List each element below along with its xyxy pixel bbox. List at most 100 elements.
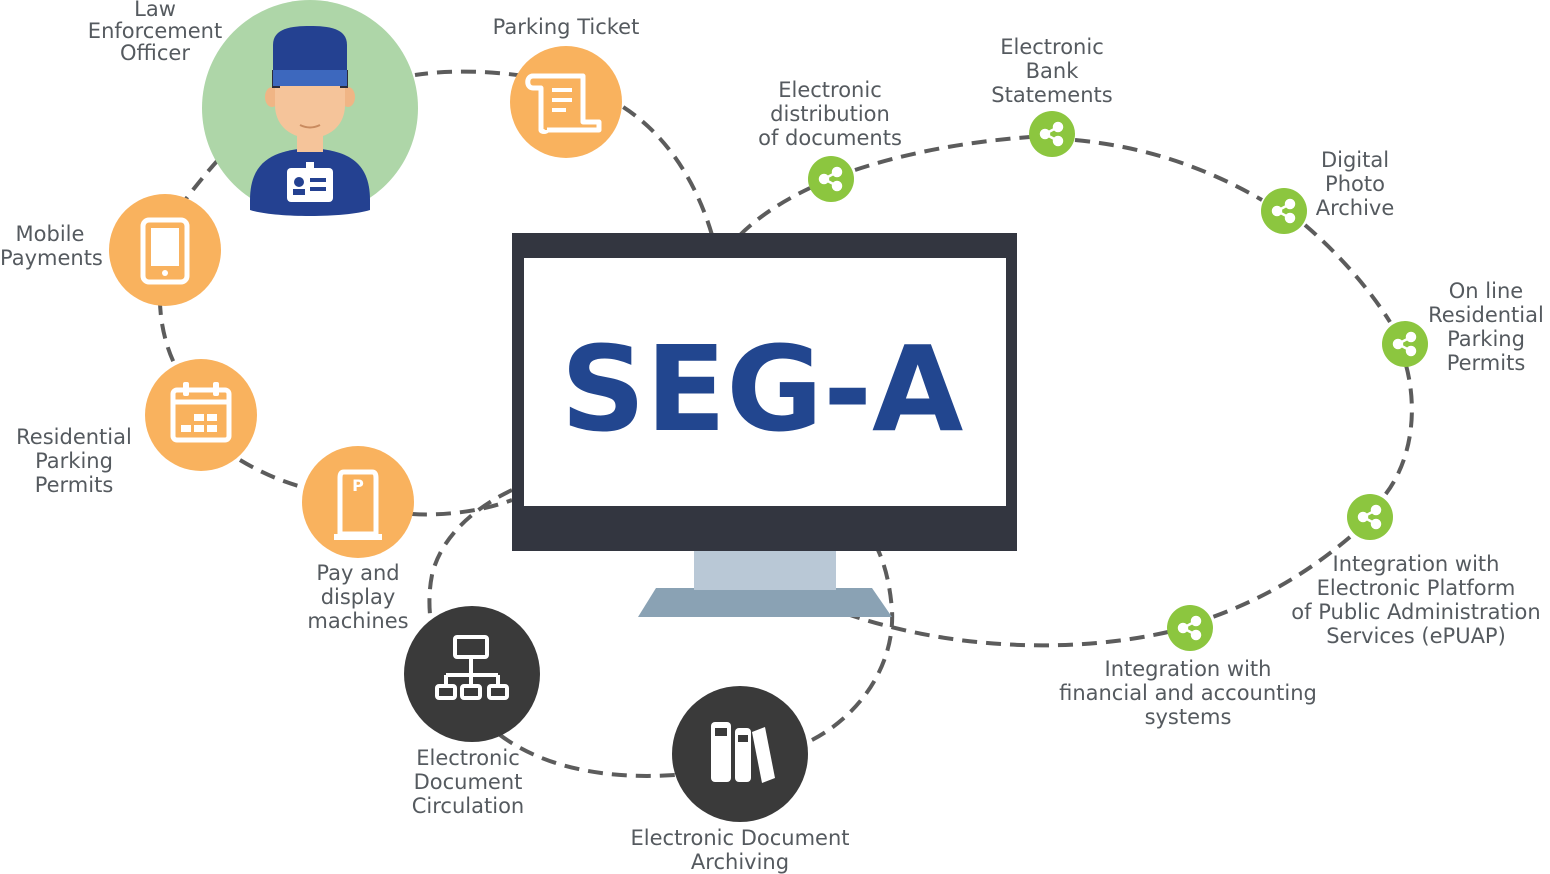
label-line: Electronic Document — [630, 826, 850, 850]
label-line: Parking — [35, 449, 113, 473]
label-line: Permits — [34, 473, 114, 497]
label-line: Photo — [1325, 172, 1385, 196]
electronic-distribution-node[interactable] — [808, 156, 854, 202]
online-residential-permits-node[interactable] — [1382, 321, 1428, 367]
label-line: Pay and — [316, 561, 400, 585]
dark-nodes — [404, 606, 808, 822]
left-loop-connector — [414, 69, 714, 236]
label-line: Parking — [1447, 327, 1525, 351]
epuap-integration-label: Integration with Electronic Platform of … — [1284, 552, 1548, 648]
share-icon — [1039, 121, 1064, 147]
right-loop-connector — [1209, 535, 1352, 620]
monitor-screen — [524, 258, 1006, 506]
label-line: financial and accounting — [1059, 681, 1317, 705]
label-line: Archiving — [690, 850, 790, 874]
parking-meter-icon: P — [334, 469, 382, 540]
share-icon — [1357, 504, 1382, 530]
digital-photo-archive-node[interactable] — [1261, 188, 1307, 234]
label-line: Integration with — [1104, 657, 1272, 681]
label-line: distribution — [770, 102, 890, 126]
monitor-base — [638, 588, 892, 617]
document-archiving-node[interactable] — [672, 686, 808, 822]
pay-and-display-node[interactable]: P — [302, 446, 414, 558]
electronic-bank-statements-label: Electronic Bank Statements — [982, 35, 1122, 107]
label-line: Electronic — [778, 78, 882, 102]
document-archiving-label: Electronic Document Archiving — [620, 826, 860, 874]
right-loop-connector — [1383, 364, 1414, 497]
ticket-scroll-icon — [525, 73, 602, 134]
right-loop-connector — [1303, 223, 1392, 324]
share-icon — [1177, 615, 1202, 641]
label-line: Permits — [1446, 351, 1526, 375]
label-line: Statements — [991, 83, 1113, 107]
bottom-loop-connector — [498, 733, 676, 778]
right-loop-connector — [849, 613, 1169, 648]
calendar-icon — [170, 382, 232, 443]
officer-node — [202, 0, 418, 216]
document-circulation-label: Electronic Document Circulation — [400, 746, 536, 818]
label-line: display — [320, 585, 396, 609]
label-line: Residential — [16, 425, 132, 449]
pay-and-display-label: Pay and display machines — [298, 561, 418, 633]
monitor-neck — [694, 550, 836, 590]
police-officer-icon — [250, 26, 370, 216]
left-loop-connector — [411, 498, 513, 517]
monitor: SEG-A — [512, 233, 1017, 617]
left-loop-connector — [238, 458, 316, 492]
label-line: Services (ePUAP) — [1326, 624, 1506, 648]
label-line: Electronic — [416, 746, 520, 770]
label-line: Digital — [1320, 148, 1390, 172]
digital-photo-archive-label: Digital Photo Archive — [1305, 148, 1405, 220]
document-circulation-node[interactable] — [404, 606, 540, 742]
financial-integration-node[interactable] — [1167, 605, 1213, 651]
parking-ticket-node[interactable] — [510, 46, 622, 158]
label-line: Enforcement — [87, 19, 223, 43]
residential-parking-permits-node[interactable] — [145, 359, 257, 471]
network-icon — [435, 635, 509, 700]
right-loop-connector — [854, 135, 1031, 172]
left-loop-connector — [168, 158, 220, 222]
label-line: of documents — [758, 126, 902, 150]
mobile-payments-label: Mobile Payments — [0, 222, 103, 270]
share-icon — [1271, 198, 1296, 224]
share-icon — [818, 166, 843, 192]
share-icon — [1392, 331, 1417, 357]
label-line: Circulation — [411, 794, 525, 818]
label-line: Mobile — [15, 222, 85, 246]
label-line: Officer — [120, 41, 190, 65]
label-line: machines — [307, 609, 409, 633]
officer-label: Law Enforcement Officer — [85, 0, 225, 64]
financial-integration-label: Integration with financial and accountin… — [1053, 657, 1323, 729]
epuap-integration-node[interactable] — [1347, 494, 1393, 540]
right-loop-connector — [1074, 138, 1263, 202]
label-line: Electronic — [1000, 35, 1104, 59]
label-line: Document — [413, 770, 523, 794]
electronic-distribution-label: Electronic distribution of documents — [750, 78, 910, 150]
label-line: of Public Administration — [1291, 600, 1541, 624]
mobile-payments-node[interactable] — [109, 194, 221, 306]
label-line: On line — [1448, 279, 1524, 303]
parking-ticket-label: Parking Ticket — [476, 15, 656, 39]
svg-text:P: P — [352, 476, 364, 495]
label-line: Payments — [0, 246, 103, 270]
label-line: Electronic Platform — [1316, 576, 1516, 600]
green-nodes — [808, 111, 1428, 651]
label-line: Integration with — [1332, 552, 1500, 576]
mobile-phone-icon — [140, 217, 190, 285]
bottom-loop-connector — [427, 488, 513, 641]
online-residential-permits-label: On line Residential Parking Permits — [1424, 279, 1548, 375]
center-label: SEG-A — [561, 320, 964, 458]
binders-icon — [711, 722, 775, 783]
label-line: Archive — [1315, 196, 1395, 220]
orange-nodes: P — [109, 46, 622, 558]
label-line: Bank — [1025, 59, 1079, 83]
label-line: Parking Ticket — [492, 15, 640, 39]
bottom-loop-connector — [811, 549, 895, 742]
label-line: systems — [1144, 705, 1232, 729]
left-loop-connector — [158, 299, 177, 366]
residential-parking-permits-label: Residential Parking Permits — [4, 425, 144, 497]
label-line: Law — [134, 0, 176, 21]
electronic-bank-statements-node[interactable] — [1029, 111, 1075, 157]
right-loop-connector — [738, 186, 811, 237]
